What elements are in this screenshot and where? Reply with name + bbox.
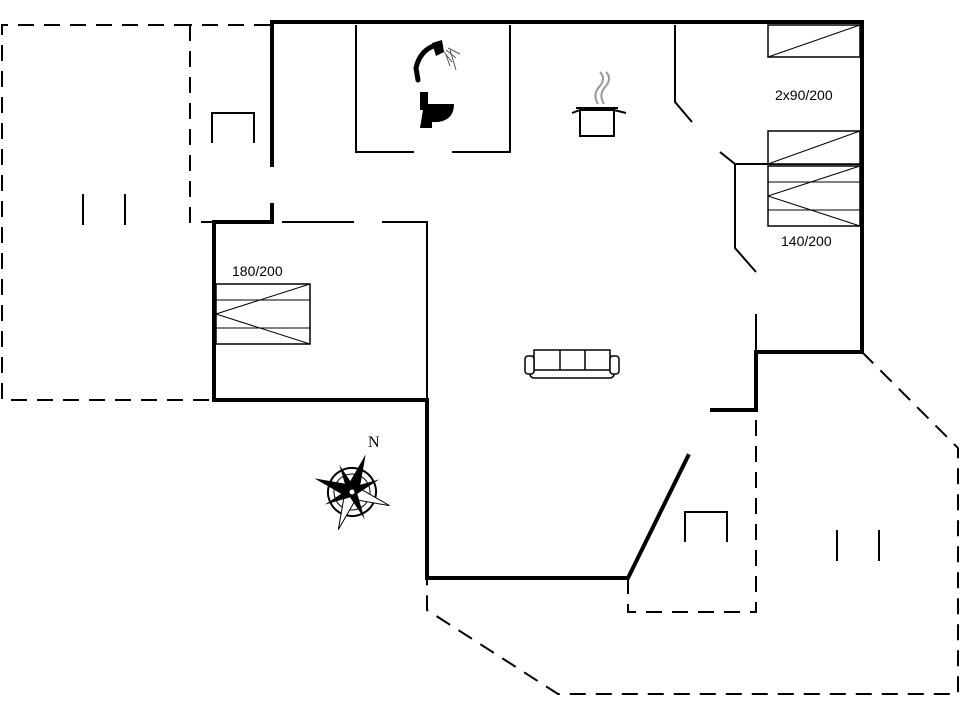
cooking-pot-icon bbox=[571, 71, 627, 137]
shower-icon bbox=[413, 40, 461, 83]
outdoor-chair-southeast bbox=[684, 511, 728, 542]
terrace-west bbox=[1, 24, 272, 401]
outdoor-chair-west bbox=[211, 112, 255, 143]
outdoor-table-west bbox=[82, 194, 126, 225]
sofa-icon bbox=[524, 349, 620, 379]
bed-180-200 bbox=[215, 283, 311, 345]
bed-label-2x90-200: 2x90/200 bbox=[775, 87, 833, 103]
terrace-southeast bbox=[426, 351, 959, 695]
bed-label-140-200: 140/200 bbox=[781, 233, 832, 249]
outdoor-table-southeast bbox=[836, 530, 880, 561]
bed-140-200 bbox=[767, 165, 861, 227]
compass-rose-icon bbox=[314, 454, 390, 530]
exterior-walls bbox=[212, 20, 864, 580]
compass-north-label: N bbox=[368, 434, 380, 451]
toilet-icon bbox=[420, 92, 454, 128]
bed-label-180-200: 180/200 bbox=[232, 263, 283, 279]
interior-walls bbox=[282, 25, 862, 400]
bed-2x90-200 bbox=[767, 24, 861, 165]
